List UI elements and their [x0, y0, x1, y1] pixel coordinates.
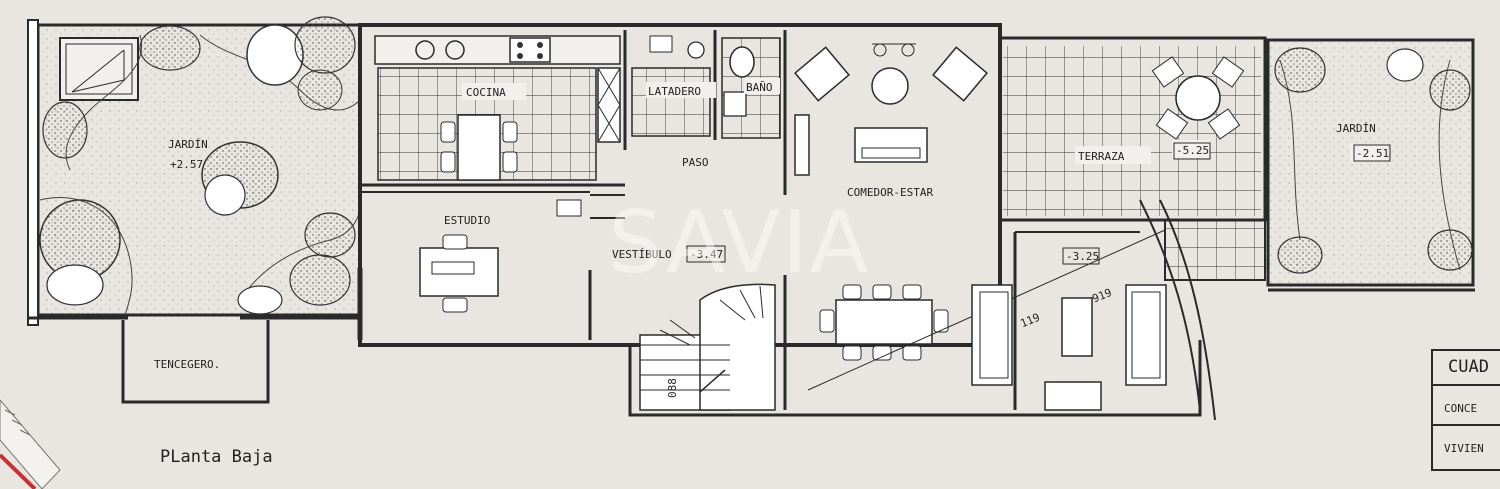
label-tendedero: TENCEGERO.	[154, 358, 220, 371]
label-terraza: TERRAZA	[1078, 150, 1125, 163]
label-vestibulo: VESTÍBULO	[612, 248, 672, 261]
label-comedor-estar: COMEDOR-ESTAR	[847, 186, 933, 199]
terrace	[998, 36, 1267, 281]
legend-row-2: VIVIEN	[1444, 442, 1484, 455]
legend-row-1: CONCE	[1444, 402, 1477, 415]
level-lower-living: -3.25	[1066, 250, 1099, 263]
laundry	[631, 35, 716, 137]
lower-living	[971, 199, 1216, 421]
label-estudio: ESTUDIO	[444, 214, 490, 227]
bathroom	[721, 37, 781, 139]
staircase	[639, 283, 776, 411]
plan-title: PLanta Baja	[160, 447, 273, 467]
living-dining	[794, 43, 1166, 391]
label-cocina: COCINA	[466, 86, 506, 99]
level-terraza: -5.25	[1176, 144, 1209, 157]
studio	[419, 199, 582, 313]
watermark: SAVIA	[608, 193, 871, 293]
ruler	[0, 399, 61, 489]
right-garden	[1266, 38, 1475, 292]
level-vestibulo: -3.47	[690, 248, 723, 261]
left-garden	[27, 16, 362, 326]
tendedero-room	[28, 316, 360, 404]
label-bano: BAÑO	[746, 81, 773, 94]
legend-table	[1431, 349, 1500, 471]
legend-heading: CUAD	[1448, 357, 1489, 377]
label-jardin-left: JARDÍN	[168, 138, 208, 151]
level-jardin-left: +2.57	[170, 158, 203, 171]
label-jardin-right: JARDÍN	[1336, 122, 1376, 135]
level-jardin-right: -2.51	[1356, 147, 1389, 160]
kitchen	[374, 35, 621, 181]
label-paso: PASO	[682, 156, 709, 169]
shrub-cluster	[39, 16, 356, 315]
dimension-stair: 088	[666, 378, 679, 398]
label-latadero: LATADERO	[648, 85, 701, 98]
